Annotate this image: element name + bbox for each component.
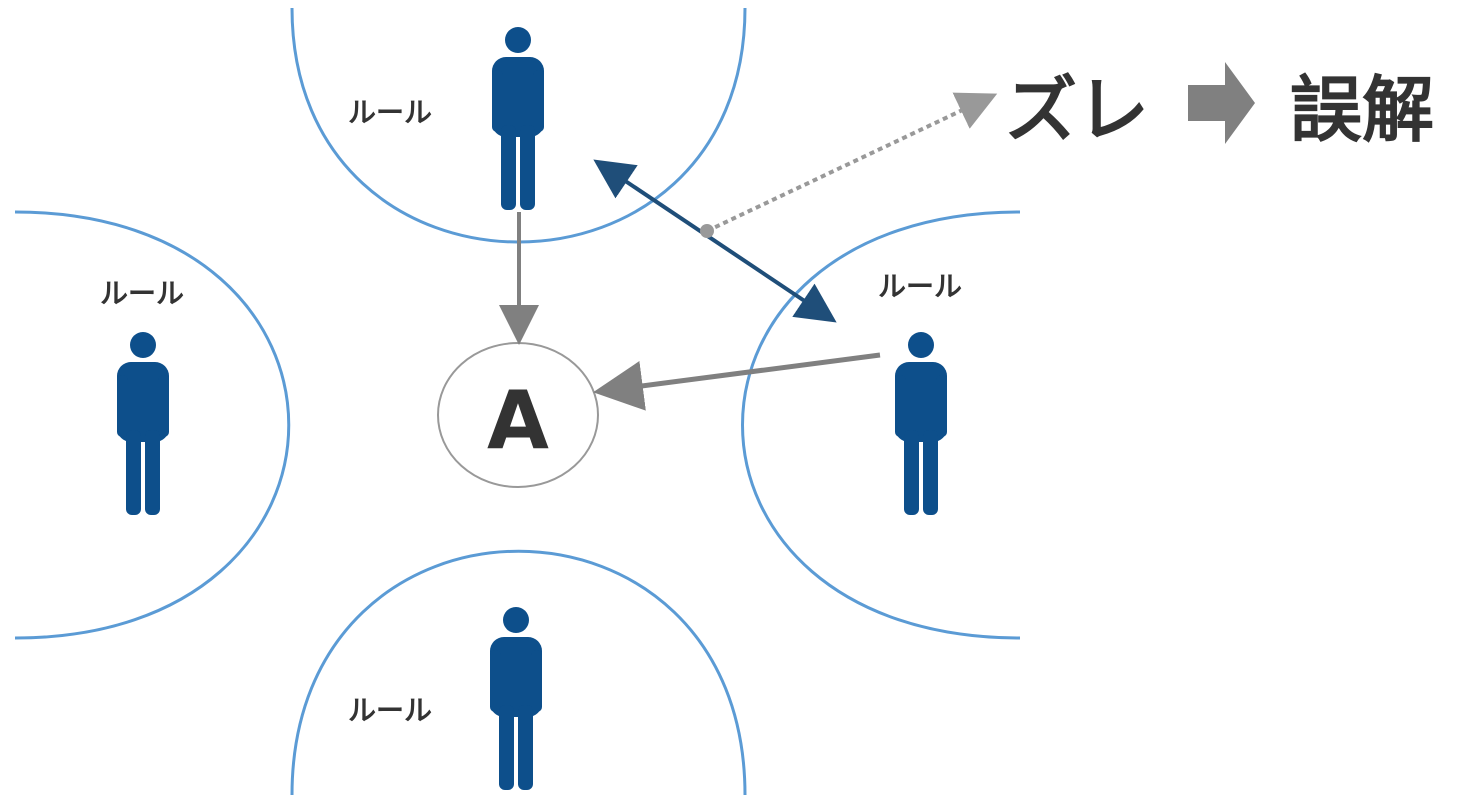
center-label: A xyxy=(487,374,549,467)
rule-label-bottom: ルール xyxy=(348,694,432,727)
person-icon-left xyxy=(117,332,169,515)
mismatch-arrow xyxy=(593,159,837,323)
headline-mismatch: ズレ xyxy=(1005,68,1149,152)
rule-label-left: ルール xyxy=(100,277,184,310)
arrow-right-to-center xyxy=(593,352,881,411)
rule-boundary-bottom xyxy=(290,549,747,796)
person-icon-top xyxy=(492,27,544,210)
right-arrow-icon xyxy=(1188,62,1255,144)
person-icon-bottom xyxy=(490,607,542,790)
headline-misunderstanding: 誤解 xyxy=(1290,68,1434,152)
person-icon-right xyxy=(895,332,947,515)
rule-boundary-left xyxy=(14,210,291,640)
dotted-pointer-arrow xyxy=(706,92,998,233)
dotted-pointer-origin xyxy=(700,224,714,238)
rule-label-right: ルール xyxy=(878,270,962,303)
rule-boundary-right xyxy=(741,210,1021,640)
rule-label-top: ルール xyxy=(348,96,432,129)
